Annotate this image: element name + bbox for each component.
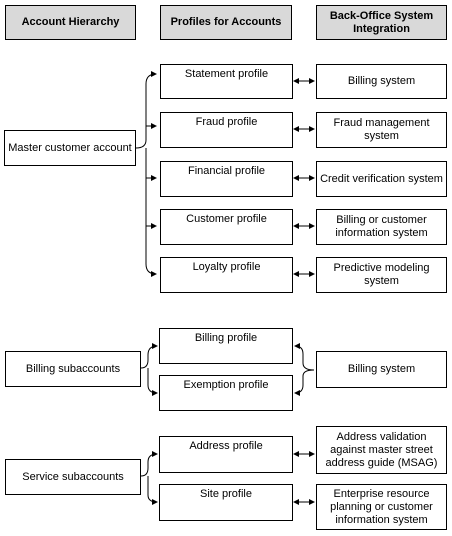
service-subaccounts-box: Service subaccounts: [5, 459, 141, 495]
erp-or-cis-box: Enterprise resource planning or customer…: [316, 484, 447, 530]
fraud-management-system-box: Fraud management system: [316, 112, 447, 148]
address-validation-msag-box: Address validation against master street…: [316, 426, 447, 474]
bracket-service-top: [140, 451, 158, 477]
fraud-profile-box: Fraud profile: [160, 112, 293, 148]
bracket-master-top: [135, 71, 157, 149]
bracket-master-bottom: [145, 148, 157, 277]
financial-profile-box: Financial profile: [160, 161, 293, 197]
header-profiles-for-accounts: Profiles for Accounts: [160, 5, 292, 40]
header-account-hierarchy: Account Hierarchy: [5, 5, 136, 40]
address-profile-box: Address profile: [159, 436, 293, 473]
master-customer-account-box: Master customer account: [4, 130, 136, 166]
customer-profile-box: Customer profile: [160, 209, 293, 245]
credit-verification-system-box: Credit verification system: [316, 161, 447, 197]
billing-profile-box: Billing profile: [159, 328, 293, 364]
site-profile-box: Site profile: [159, 484, 293, 521]
bracket-billing-right-bottom: [294, 369, 315, 396]
bracket-billing-top: [140, 343, 158, 369]
billing-subaccounts-box: Billing subaccounts: [5, 351, 141, 387]
exemption-profile-box: Exemption profile: [159, 375, 293, 411]
bracket-billing-bottom: [147, 368, 158, 396]
billing-subaccount-system-box: Billing system: [316, 351, 447, 388]
bracket-service-bottom: [147, 476, 158, 505]
billing-or-cis-box: Billing or customer information system: [316, 209, 447, 245]
billing-system-box: Billing system: [316, 64, 447, 99]
predictive-modeling-system-box: Predictive modeling system: [316, 257, 447, 293]
loyalty-profile-box: Loyalty profile: [160, 257, 293, 293]
bracket-billing-right-top: [294, 343, 315, 371]
statement-profile-box: Statement profile: [160, 64, 293, 99]
header-back-office-integration: Back-Office System Integration: [316, 5, 447, 40]
